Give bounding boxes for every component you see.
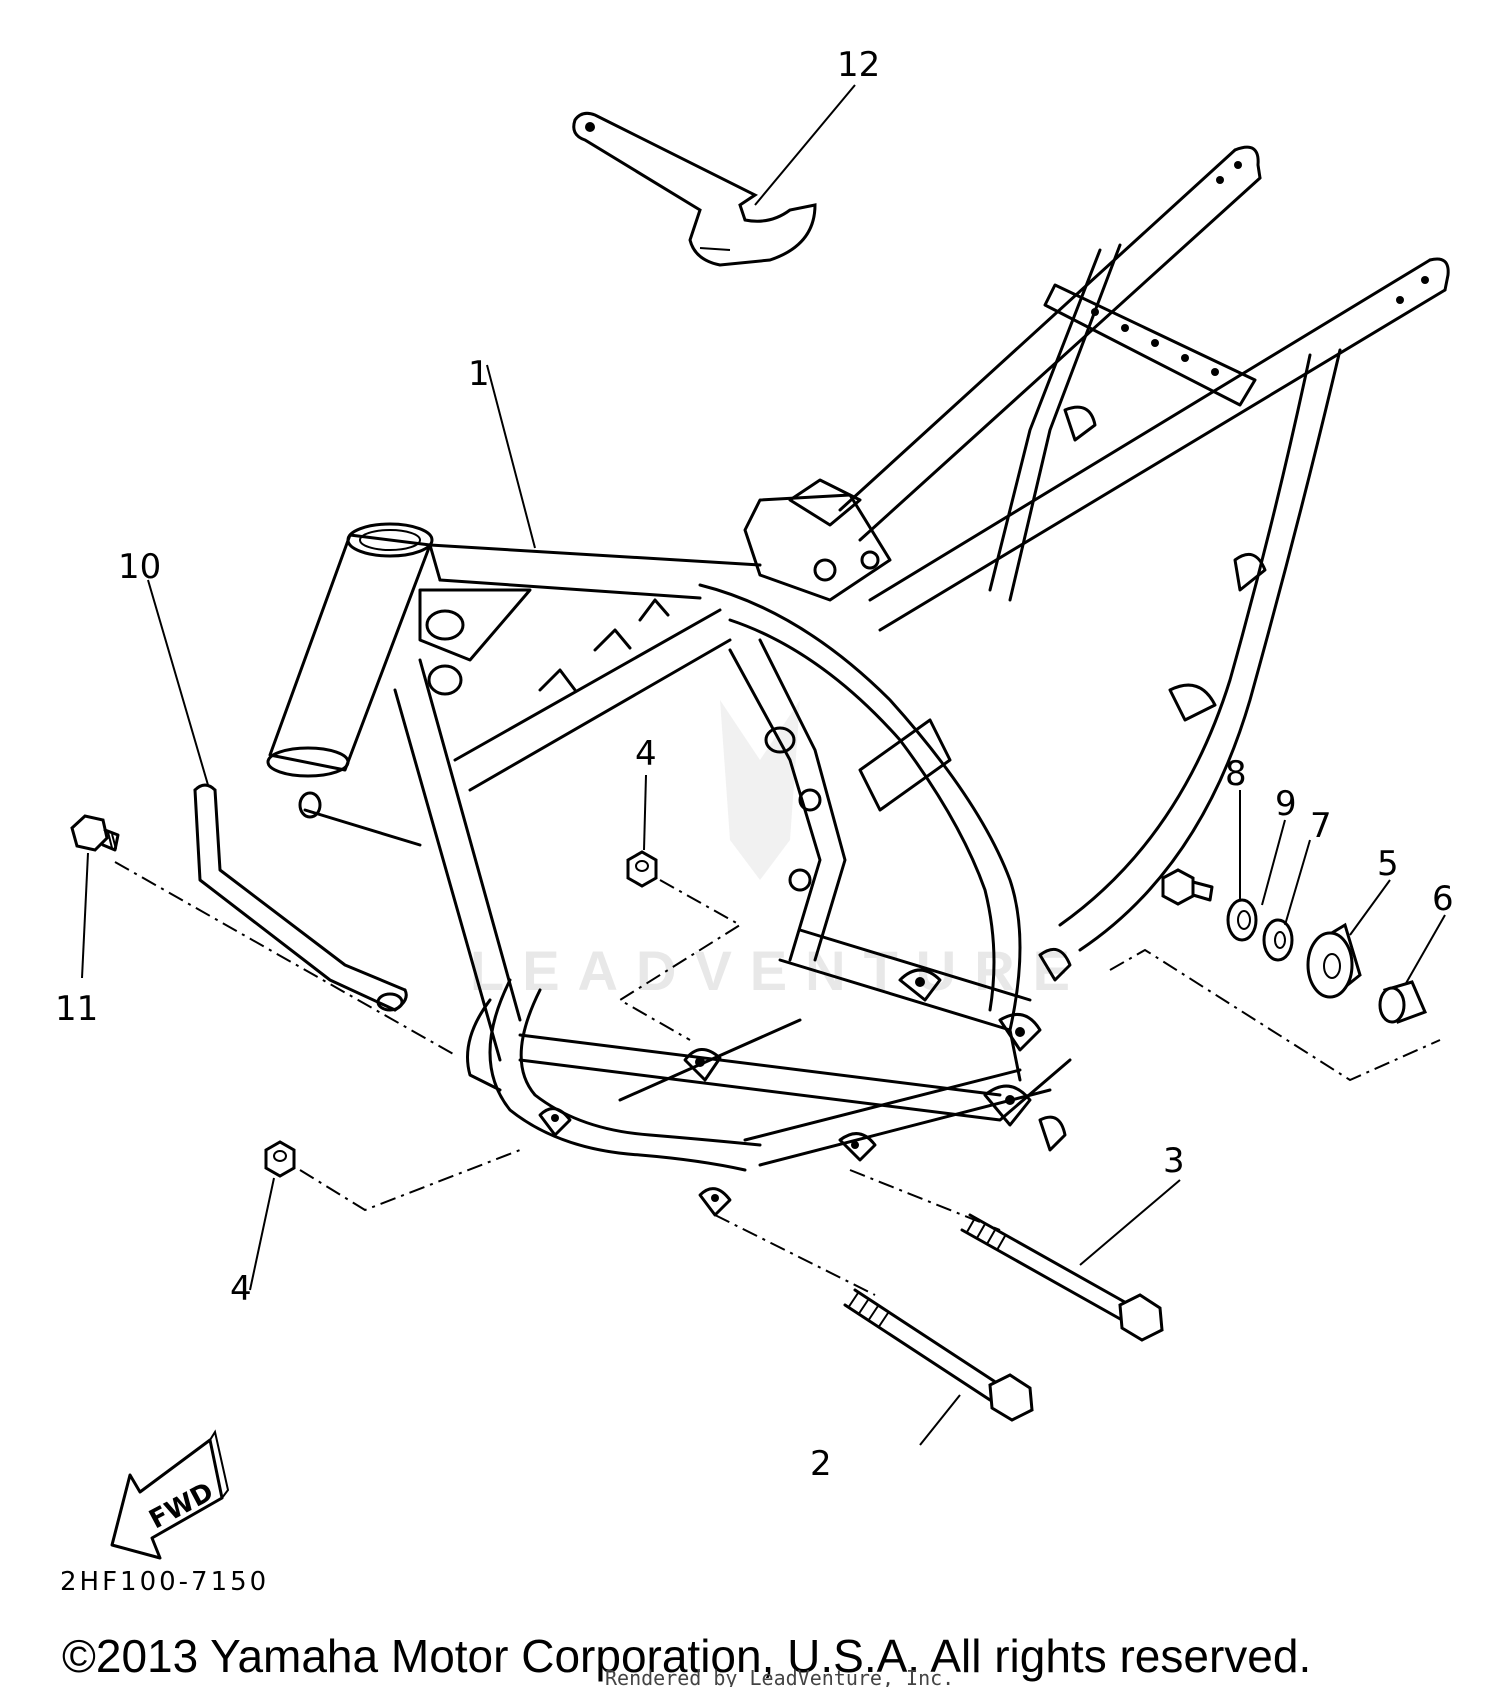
callout-1: 1 [468,354,490,394]
part-1-frame [266,145,1450,1217]
part-7-collar [1262,918,1294,962]
copyright-notice: ©2013 Yamaha Motor Corporation, U.S.A. A… [62,1630,1311,1682]
part-12-bracket [572,111,817,267]
watermark-text: LEADVENTURE [470,939,1088,1002]
fwd-arrow: FWD [110,1429,230,1560]
leader-lines [81,84,1446,1446]
callout-7: 7 [1310,806,1332,846]
part-3-bolt [960,1213,1164,1342]
part-10-stay [193,783,422,1012]
callout-2: 2 [810,1444,832,1484]
callout-4-lower: 4 [230,1269,252,1309]
callout-5: 5 [1377,844,1399,884]
part-4-nut-lower [264,1140,296,1178]
callout-8: 8 [1225,754,1247,794]
part-8-bolt [1161,868,1214,906]
callout-6: 6 [1432,879,1454,919]
callout-labels: 12 1 10 11 4 4 8 9 7 5 6 3 2 [55,45,1454,1484]
callout-12: 12 [837,45,880,85]
callout-3: 3 [1163,1141,1185,1181]
part-11-bolt [70,814,120,852]
callout-10: 10 [118,547,161,587]
leadventure-watermark: LEADVENTURE [470,700,1088,1002]
diagram-code: 2HF100-7150 [60,1567,269,1597]
callout-9: 9 [1275,784,1297,824]
part-6-collar [1378,980,1428,1024]
rendered-by: Rendered by LeadVenture, Inc. [605,1666,954,1687]
callout-11: 11 [55,989,98,1029]
part-2-bolt [843,1288,1034,1422]
part-9-washer [1226,898,1258,942]
part-4-nut-upper [626,850,658,888]
part-5-damper [1306,922,1362,999]
callout-4-upper: 4 [635,734,657,774]
